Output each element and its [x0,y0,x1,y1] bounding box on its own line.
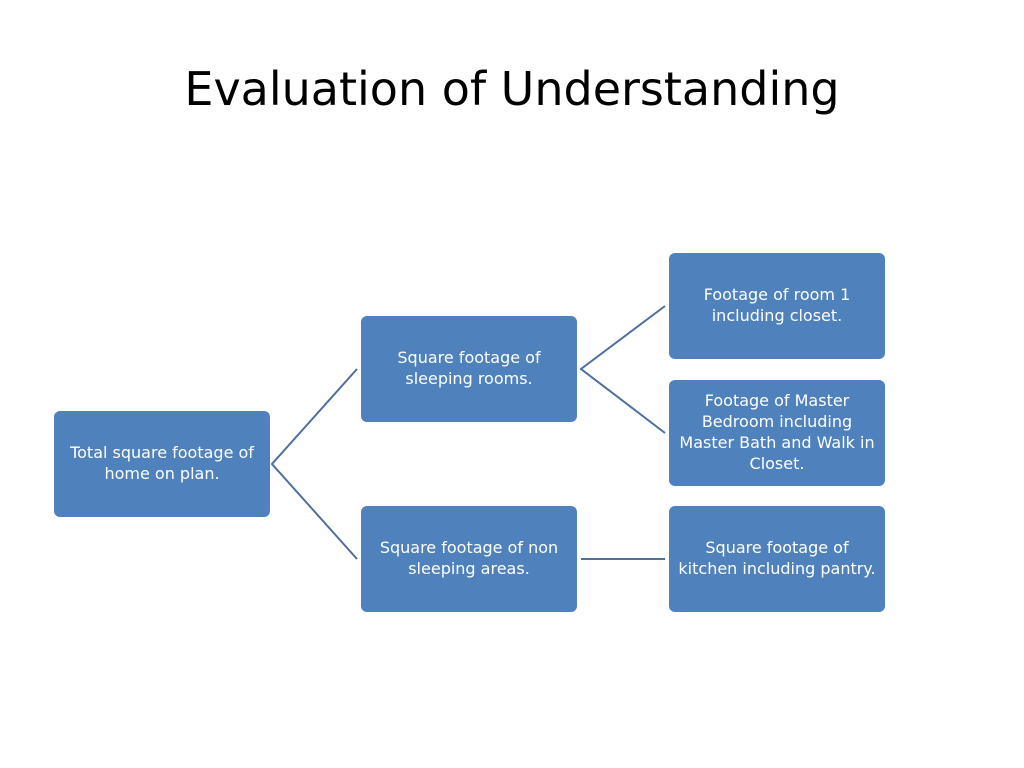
slide-title: Evaluation of Understanding [184,62,840,116]
node-kitchen: Square footage of kitchen including pant… [669,506,885,612]
node-non-sleeping-areas: Square footage of non sleeping areas. [361,506,577,612]
node-sleeping-rooms: Square footage of sleeping rooms. [361,316,577,422]
connector-root-sleeping [270,368,358,560]
connector-sleeping-children [579,305,666,434]
node-master-bedroom: Footage of Master Bedroom including Mast… [669,380,885,486]
node-room-1: Footage of room 1 including closet. [669,253,885,359]
node-total-square-footage: Total square footage of home on plan. [54,411,270,517]
